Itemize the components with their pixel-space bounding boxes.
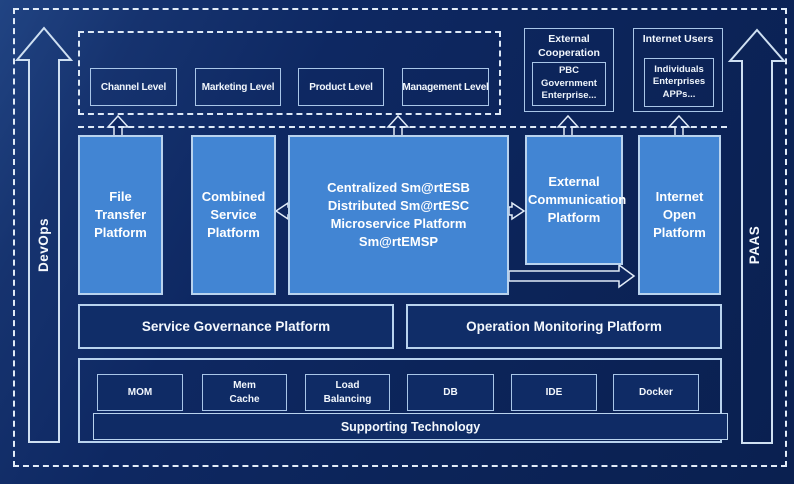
- combined-service-platform-label: Combined Service Platform: [201, 188, 266, 241]
- esb-platform-box: Centralized Sm@rtESB Distributed Sm@rtES…: [288, 135, 509, 295]
- internet-users-inner-box: Individuals Enterprises APPs...: [644, 58, 714, 107]
- level-box-marketing: Marketing Level: [195, 68, 281, 106]
- level-label: Product Level: [309, 81, 373, 93]
- esb-line-1: Centralized Sm@rtESB: [327, 179, 470, 195]
- tech-box-db: DB: [407, 374, 494, 411]
- level-label: Marketing Level: [201, 81, 275, 93]
- devops-rail-label: DevOps: [36, 217, 51, 273]
- tech-box-docker: Docker: [613, 374, 699, 411]
- level-label: Management Level: [402, 81, 489, 93]
- external-cooperation-title: External Cooperation: [538, 33, 600, 59]
- tech-label: IDE: [545, 386, 563, 398]
- external-communication-platform-box: External Communication Platform: [525, 135, 627, 265]
- tech-label: Load Balancing: [323, 380, 372, 405]
- service-governance-platform-label: Service Governance Platform: [141, 319, 331, 334]
- level-box-management: Management Level: [402, 68, 489, 106]
- external-cooperation-box: External Cooperation PBC Government Ente…: [524, 28, 614, 112]
- supporting-technology-bar: Supporting Technology: [93, 413, 728, 440]
- tech-box-load-balancing: Load Balancing: [305, 374, 390, 411]
- internet-open-platform-label: Internet Open Platform: [653, 188, 706, 241]
- tech-label: MOM: [127, 386, 153, 398]
- internet-users-inner-label: Individuals Enterprises APPs...: [652, 63, 706, 100]
- internet-users-title: Internet Users: [642, 33, 714, 45]
- external-communication-platform-label: External Communication Platform: [528, 173, 627, 226]
- file-transfer-platform-label: File Transfer Platform: [94, 188, 147, 241]
- service-governance-platform-box: Service Governance Platform: [78, 304, 394, 349]
- esb-line-3: Microservice Platform Sm@rtEMSP: [330, 216, 467, 250]
- operation-monitoring-platform-box: Operation Monitoring Platform: [406, 304, 722, 349]
- tech-label: Mem Cache: [229, 380, 260, 405]
- horizontal-dashed-divider: [78, 126, 727, 128]
- tech-box-ide: IDE: [511, 374, 597, 411]
- external-cooperation-inner-label: PBC Government Enterprise...: [541, 65, 597, 102]
- level-label: Channel Level: [100, 81, 167, 93]
- level-box-product: Product Level: [298, 68, 384, 106]
- tech-label: Docker: [639, 386, 673, 398]
- paas-rail-label: PAAS: [747, 225, 762, 265]
- tech-label: DB: [443, 386, 458, 398]
- combined-service-platform-box: Combined Service Platform: [191, 135, 276, 295]
- level-box-channel: Channel Level: [90, 68, 177, 106]
- internet-open-platform-box: Internet Open Platform: [638, 135, 721, 295]
- operation-monitoring-platform-label: Operation Monitoring Platform: [466, 319, 662, 334]
- supporting-technology-container: [78, 358, 722, 443]
- esb-line-2: Distributed Sm@rtESC: [327, 197, 470, 213]
- tech-box-mem-cache: Mem Cache: [202, 374, 287, 411]
- levels-dashed-container: [78, 31, 501, 115]
- file-transfer-platform-box: File Transfer Platform: [78, 135, 163, 295]
- external-cooperation-inner-box: PBC Government Enterprise...: [532, 62, 606, 106]
- supporting-technology-label: Supporting Technology: [340, 419, 481, 434]
- internet-users-box: Internet Users Individuals Enterprises A…: [633, 28, 723, 112]
- tech-box-mom: MOM: [97, 374, 183, 411]
